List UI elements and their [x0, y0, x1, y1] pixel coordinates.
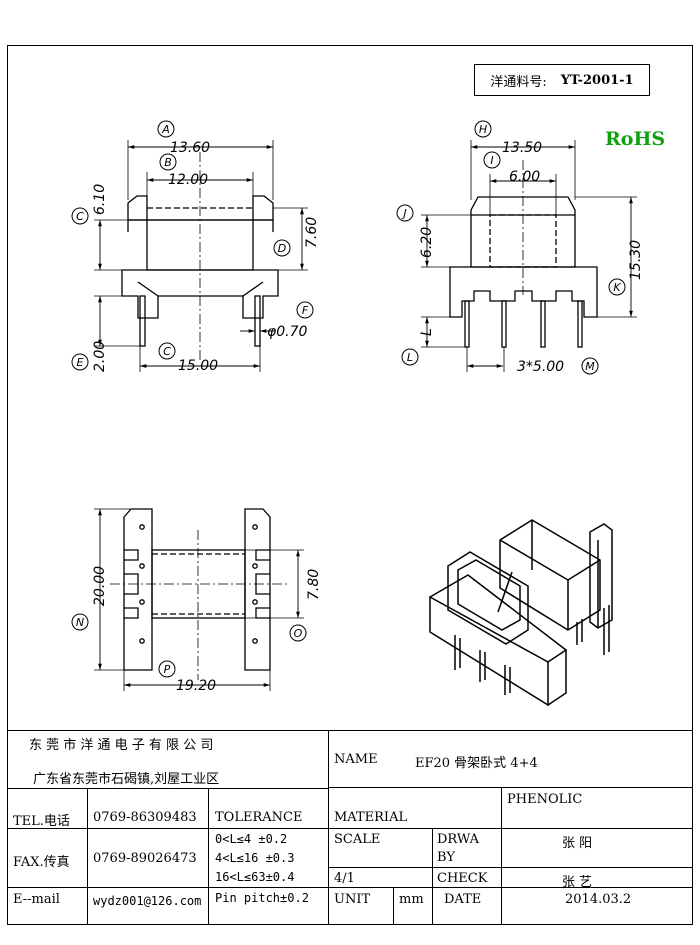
dim-d: 7.60	[304, 217, 320, 248]
tolerance-row-4: Pin pitch±0.2	[215, 891, 309, 905]
fax-label: FAX.传真	[13, 855, 70, 870]
dim-m: 3*5.00	[517, 359, 564, 375]
callout-a: A	[161, 123, 170, 136]
part-number-box: 洋通料号: YT-2001-1	[474, 64, 650, 96]
callout-circles	[71, 120, 626, 678]
callout-c2: C	[163, 345, 171, 358]
company-address: 广东省东莞市石碣镇,刘屋工业区	[33, 772, 220, 787]
rohs-mark: RoHS	[605, 128, 666, 150]
technical-drawing: 13.60 12.00 6.10 7.60 2.00 φ0.70 15.00 1…	[71, 120, 644, 707]
callout-o: O	[294, 627, 303, 640]
drwa-value: 张 阳	[562, 836, 593, 851]
dim-c-top: 6.10	[92, 184, 108, 215]
callout-h: H	[479, 123, 487, 136]
part-number-label: 洋通料号:	[490, 74, 547, 90]
dim-i: 6.00	[509, 169, 540, 185]
top-view	[94, 508, 304, 691]
callout-c: C	[76, 210, 84, 223]
dim-k: 15.30	[628, 240, 644, 280]
dim-l: L	[419, 328, 435, 336]
drwa-label: DRWA	[437, 832, 480, 847]
check-value: 张 艺	[562, 875, 593, 890]
material-value: PHENOLIC	[507, 792, 583, 807]
date-label: DATE	[444, 892, 482, 907]
front-view	[94, 140, 308, 372]
tel-label: TEL.电话	[13, 814, 70, 829]
drawing-frame	[7, 45, 693, 925]
unit-value: mm	[399, 892, 424, 907]
date-value: 2014.03.2	[565, 892, 632, 907]
callout-b: B	[164, 156, 172, 169]
title-block: 东 莞 市 洋 通 电 子 有 限 公 司 广东省东莞市石碣镇,刘屋工业区 NA…	[7, 730, 693, 925]
email-label: E--mail	[13, 892, 60, 907]
callout-j: J	[401, 207, 406, 220]
fax-value: 0769-89026473	[93, 851, 197, 866]
tolerance-label: TOLERANCE	[215, 810, 303, 825]
dim-p: 19.20	[176, 678, 216, 694]
name-label: NAME	[334, 752, 378, 767]
dim-n: 20.00	[92, 566, 108, 606]
callout-f: F	[302, 304, 309, 317]
callout-i: I	[490, 154, 493, 167]
callout-d: D	[278, 242, 286, 255]
scale-value: 4/1	[334, 871, 355, 886]
dim-f: φ0.70	[267, 324, 308, 340]
dim-b: 12.00	[168, 172, 208, 188]
dim-e: 2.00	[92, 341, 108, 372]
dim-h: 13.50	[502, 140, 542, 156]
by-label: BY	[437, 850, 455, 865]
dim-a: 13.60	[170, 140, 210, 156]
callout-m: M	[585, 360, 595, 373]
isometric-view	[428, 519, 613, 707]
callout-e: E	[77, 356, 84, 369]
tel-value: 0769-86309483	[93, 810, 197, 825]
dim-o: 7.80	[306, 569, 322, 600]
part-number-value: YT-2001-1	[560, 72, 634, 88]
check-label: CHECK	[437, 871, 488, 886]
side-view	[421, 140, 637, 372]
callout-n: N	[76, 616, 84, 629]
material-label: MATERIAL	[334, 810, 408, 825]
unit-label: UNIT	[334, 892, 371, 907]
dim-c-bottom: 15.00	[178, 358, 218, 374]
callout-l: L	[407, 351, 413, 364]
tolerance-row-3: 16<L≤63±0.4	[215, 870, 295, 884]
email-value: wydz001@126.com	[93, 894, 202, 908]
company-name: 东 莞 市 洋 通 电 子 有 限 公 司	[29, 738, 214, 753]
name-value: EF20 骨架卧式 4+4	[415, 756, 538, 771]
scale-label: SCALE	[334, 832, 381, 847]
callout-p: P	[164, 663, 171, 676]
tolerance-row-2: 4<L≤16 ±0.3	[215, 851, 295, 865]
tolerance-row-1: 0<L≤4 ±0.2	[215, 832, 288, 846]
dim-j: 6.20	[419, 227, 435, 258]
callout-k: K	[613, 281, 621, 294]
